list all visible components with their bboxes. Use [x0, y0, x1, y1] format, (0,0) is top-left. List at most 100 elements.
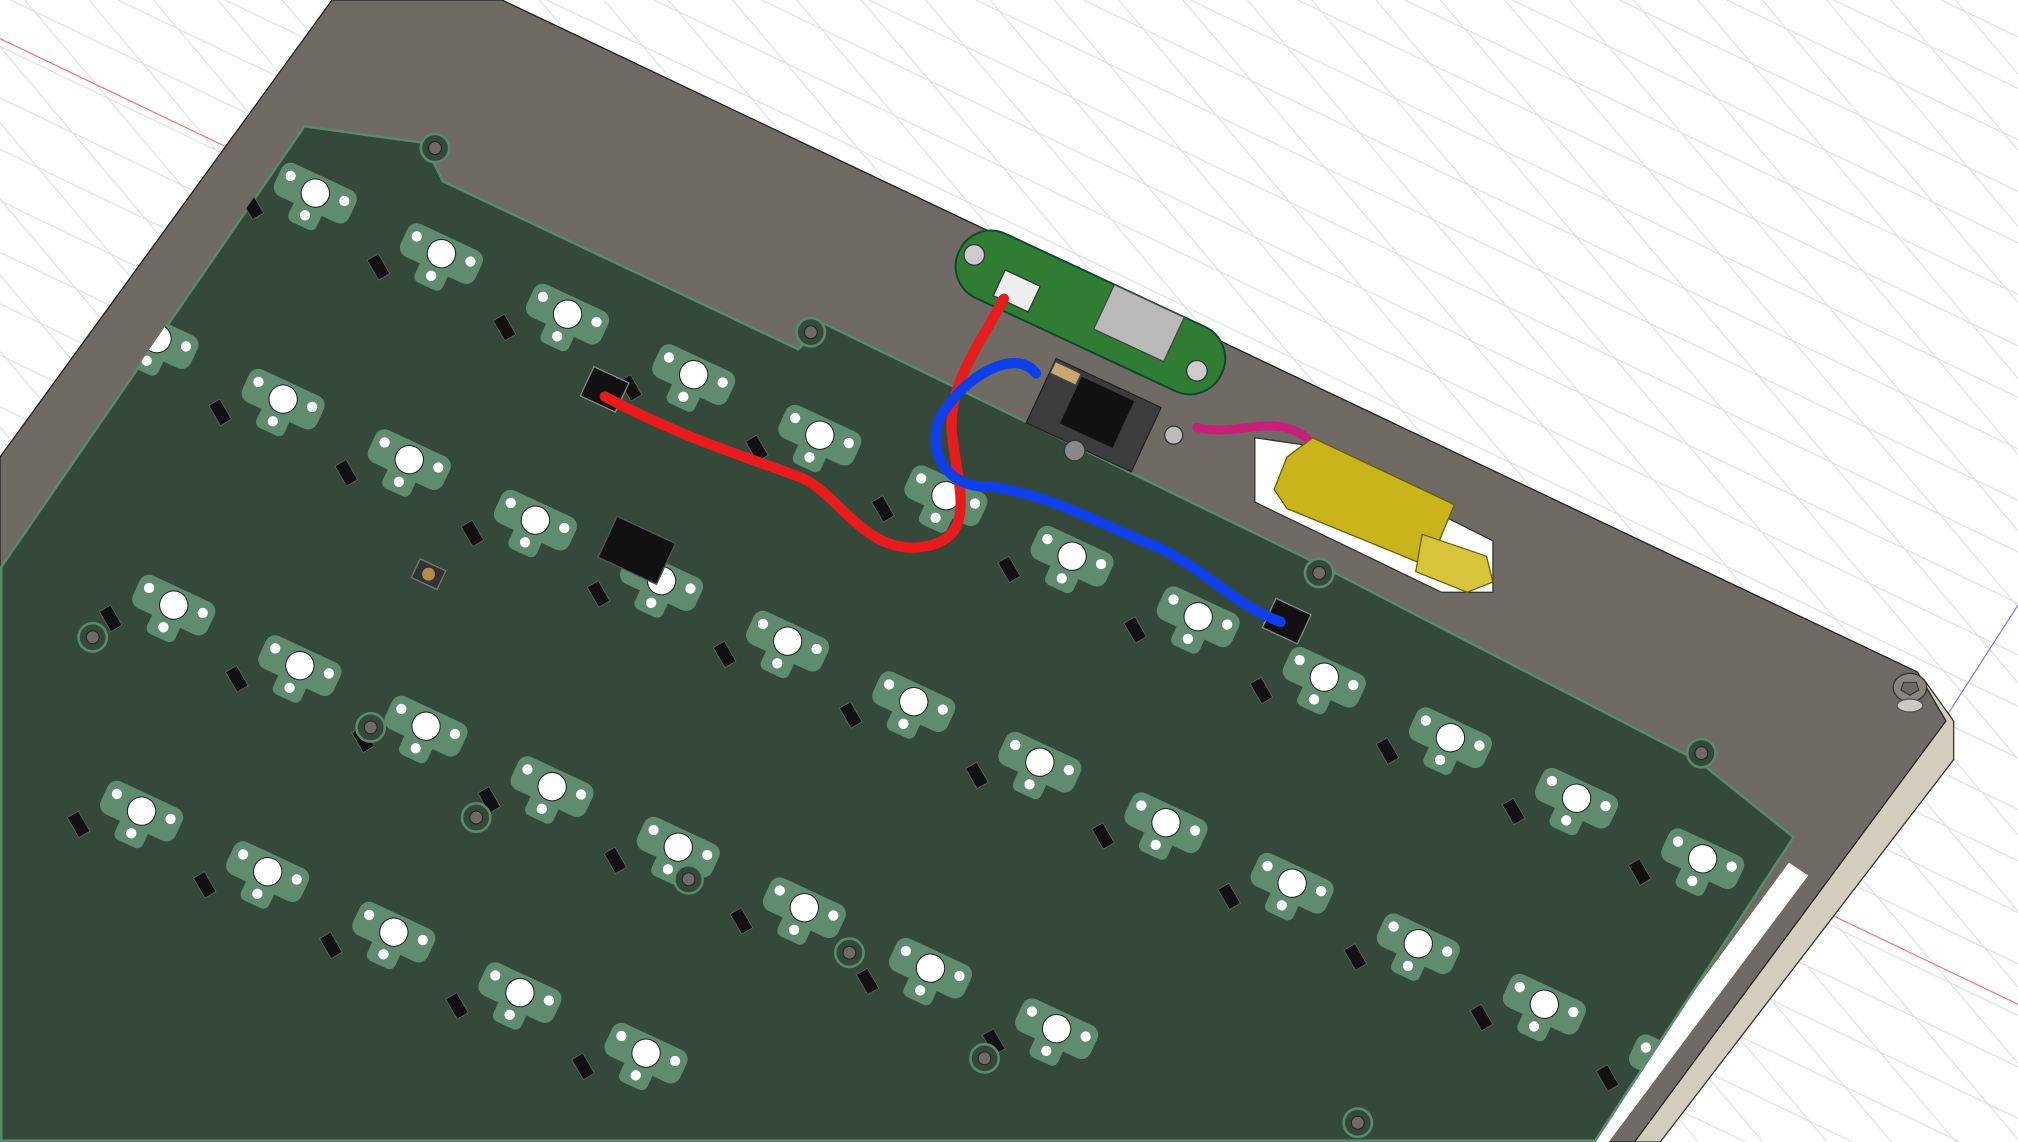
grid-line	[1940, 0, 2018, 38]
pin-hole	[1182, 633, 1194, 645]
pin-hole	[449, 728, 461, 740]
pin-hole	[165, 813, 176, 825]
pin-hole	[883, 679, 895, 690]
grid-line	[1082, 0, 2018, 450]
switch-footprint	[729, 877, 846, 945]
pcb-mounting-tabs	[77, 132, 1717, 1139]
pin-hole	[1276, 900, 1287, 911]
pin-hole	[1402, 960, 1414, 972]
pin-hole	[1726, 861, 1737, 872]
pin-hole	[930, 512, 941, 524]
pin-hole	[504, 1009, 515, 1020]
pin-hole	[411, 231, 422, 242]
pin-hole	[1434, 754, 1446, 766]
pin-hole	[774, 885, 785, 896]
case-screw	[1892, 672, 1928, 713]
pin-hole	[1474, 740, 1485, 751]
pin-hole	[291, 874, 302, 885]
grid-line	[1568, 0, 2018, 532]
switch-footprint	[603, 816, 720, 885]
grid-line	[1632, 0, 2018, 456]
pin-hole	[378, 949, 389, 960]
switch-hole	[552, 299, 583, 329]
pin-hole	[591, 316, 602, 328]
switch-hole	[426, 238, 457, 269]
pin-hole	[678, 391, 689, 402]
switch-footprint	[1091, 792, 1208, 860]
switch-footprint	[1501, 767, 1619, 836]
pin-hole	[1189, 825, 1201, 836]
switch-footprint	[1123, 586, 1240, 654]
switch-footprint	[460, 489, 577, 558]
pin-hole	[410, 743, 421, 754]
switch-hole	[1309, 662, 1339, 692]
pin-hole	[267, 416, 278, 427]
mounting-hole	[842, 945, 857, 960]
pin-hole	[790, 412, 801, 424]
pin-hole	[180, 341, 192, 352]
diode	[571, 1052, 595, 1081]
pin-hole	[663, 352, 675, 363]
mounting-hole	[363, 720, 378, 735]
grid-line	[1404, 0, 2018, 295]
pin-hole	[1095, 558, 1107, 570]
grid-line	[1826, 0, 2018, 227]
pin-hole	[669, 1055, 681, 1067]
jst-connector	[992, 269, 1042, 313]
switch-hole	[789, 893, 820, 923]
grid-line	[653, 0, 2018, 656]
grid-line	[1954, 0, 2018, 75]
diode	[729, 907, 754, 935]
switch-hole	[915, 953, 946, 983]
pin-hole	[1308, 694, 1320, 705]
pin-hole	[937, 704, 948, 715]
diode	[192, 871, 217, 899]
pin-hole	[1042, 533, 1053, 545]
mounting-hole	[1350, 1115, 1365, 1130]
switch-hole	[268, 384, 298, 414]
pin-hole	[559, 522, 570, 534]
pin-hole	[433, 462, 444, 473]
switch-footprint	[1627, 828, 1745, 896]
pin-hole	[900, 945, 911, 957]
switch-hole	[899, 687, 929, 717]
diode	[445, 992, 469, 1020]
switch-hole	[411, 711, 441, 741]
switch-hole	[1435, 723, 1466, 753]
mounting-hole	[85, 630, 100, 645]
pin-hole	[954, 970, 965, 982]
grid-line	[1833, 0, 2018, 89]
mounting-hole	[1312, 565, 1327, 580]
grid-line	[1726, 0, 2018, 141]
mounting-hole	[977, 1051, 992, 1066]
switch-footprint	[1249, 646, 1366, 715]
switch-hole	[520, 505, 551, 535]
pin-hole	[396, 703, 407, 715]
pin-hole	[1561, 815, 1572, 826]
pin-hole	[465, 256, 476, 267]
wire-magenta	[1192, 421, 1311, 443]
usb-c-port	[1092, 283, 1186, 363]
pin-hole	[685, 583, 696, 594]
switch-hole	[1025, 747, 1055, 777]
pin-hole	[364, 909, 375, 921]
pin-hole	[662, 864, 674, 875]
pin-hole	[1514, 981, 1525, 993]
switch-footprint	[1343, 913, 1460, 981]
wire-blue	[930, 358, 1286, 628]
pin-hole	[1024, 779, 1035, 790]
pin-hole	[1262, 860, 1273, 872]
switch-hole	[285, 650, 315, 681]
pin-hole	[1528, 1021, 1540, 1032]
pin-hole	[425, 270, 437, 281]
switch-hole	[159, 590, 189, 620]
pin-hole	[630, 1070, 641, 1081]
switch-footprint	[225, 635, 342, 703]
switch-hole	[1057, 541, 1087, 571]
pin-hole	[804, 452, 815, 463]
switch-footprints	[66, 124, 1796, 1102]
grid-line	[1439, 0, 2018, 684]
switch-hole	[394, 444, 424, 475]
pin-hole	[237, 849, 249, 860]
